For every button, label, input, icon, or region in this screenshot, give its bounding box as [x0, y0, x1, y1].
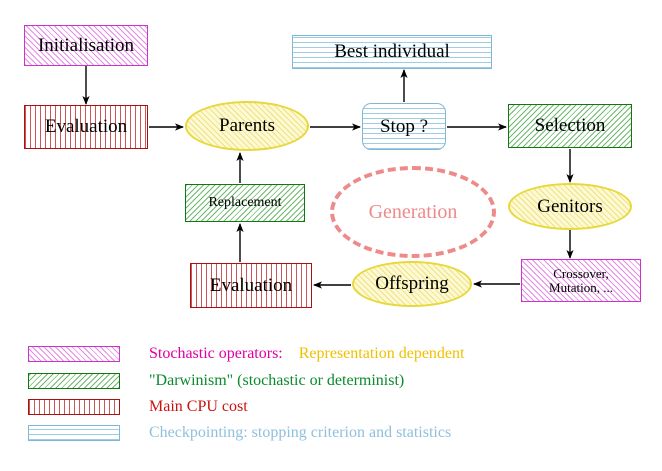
node-best-individual[interactable]: Best individual — [292, 35, 492, 69]
node-crossover-line2: Mutation, ... — [549, 279, 613, 295]
node-evaluation-top[interactable]: Evaluation — [24, 105, 148, 149]
legend-item-main-cpu-cost: Main CPU cost — [28, 397, 248, 417]
node-initialisation[interactable]: Initialisation — [24, 25, 148, 66]
legend-label-main-cpu-cost: Main CPU cost — [149, 398, 248, 415]
node-crossover-line1: Crossover, — [553, 265, 609, 281]
node-evaluation-bottom[interactable]: Evaluation — [190, 263, 312, 308]
node-generation: Generation — [330, 166, 496, 258]
legend-text-secondary: Representation dependent — [298, 345, 465, 362]
legend-swatch-red — [28, 399, 120, 415]
node-selection[interactable]: Selection — [508, 104, 632, 148]
node-genitors[interactable]: Genitors — [508, 183, 632, 230]
legend-label-stochastic-operators: Stochastic operators: Representation depe… — [149, 345, 464, 363]
legend-label-checkpointing: Checkpointing: stopping criterion and st… — [149, 424, 452, 441]
legend-item-stochastic-operators: Stochastic operators: Representation depe… — [28, 344, 464, 364]
node-offspring[interactable]: Offspring — [352, 261, 472, 307]
legend-swatch-magenta — [28, 346, 120, 362]
node-replacement[interactable]: Replacement — [185, 184, 305, 222]
legend-label-darwinism: "Darwinism" (stochastic or determinist) — [149, 372, 405, 389]
node-crossover-mutation[interactable]: Crossover, Mutation, ... — [521, 259, 641, 302]
legend-swatch-green — [28, 373, 120, 389]
node-parents[interactable]: Parents — [185, 101, 309, 151]
legend-item-checkpointing: Checkpointing: stopping criterion and st… — [28, 423, 451, 443]
legend-item-darwinism: "Darwinism" (stochastic or determinist) — [28, 371, 404, 391]
node-stop[interactable]: Stop ? — [362, 103, 446, 150]
legend-text-main: Stochastic operators: — [149, 345, 283, 362]
legend-swatch-blue — [28, 425, 120, 441]
